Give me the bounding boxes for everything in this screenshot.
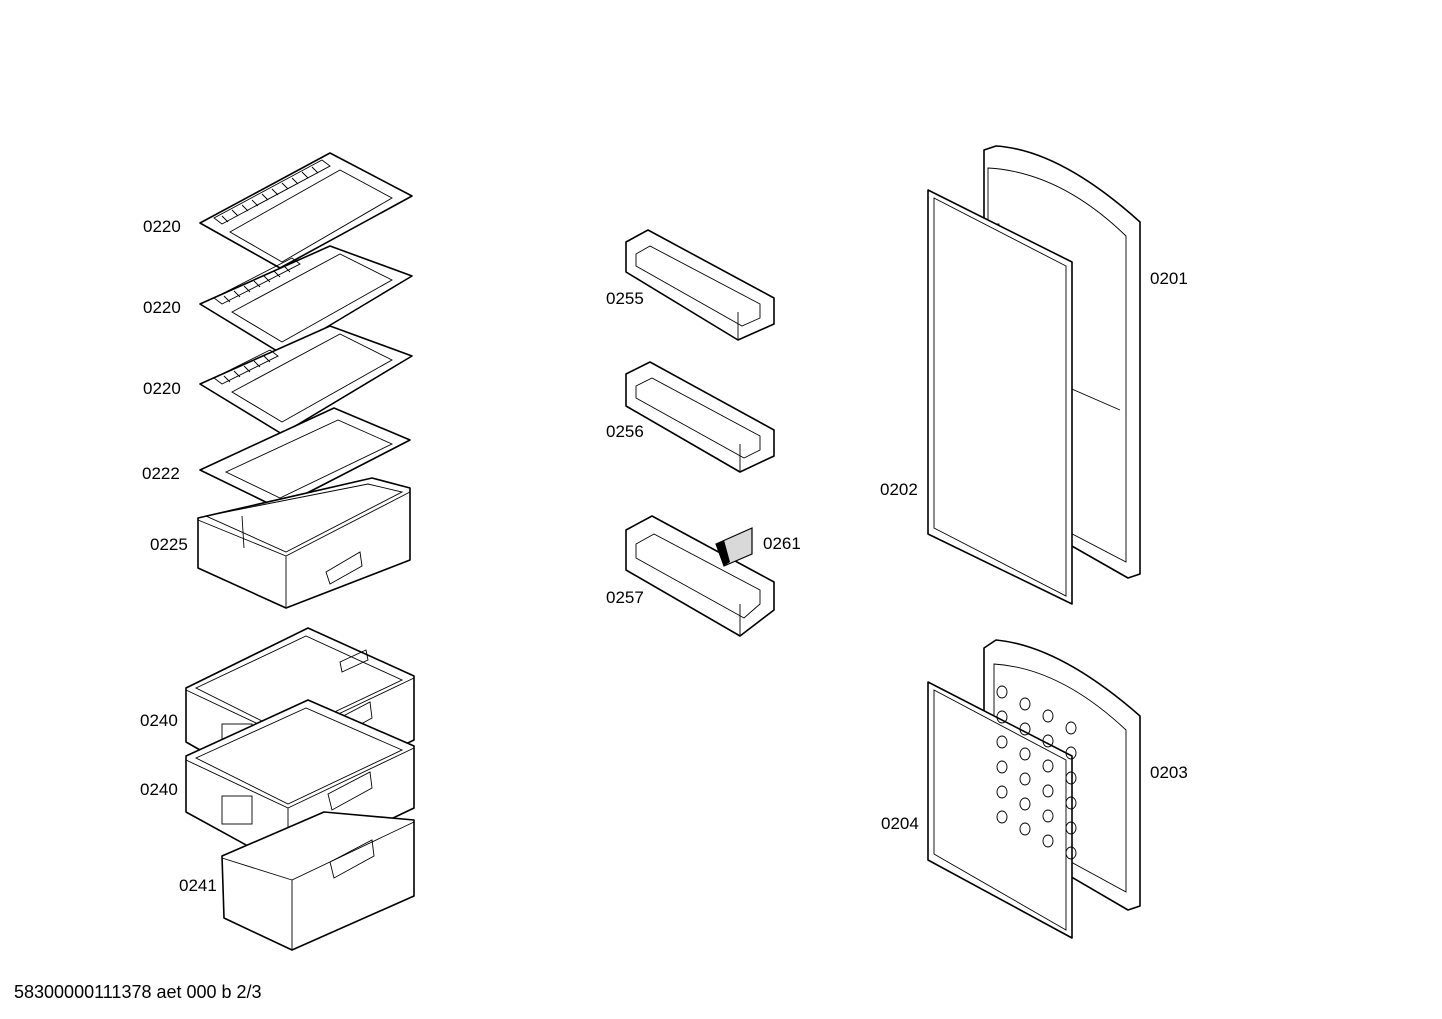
egg-hole <box>1065 796 1077 810</box>
crisper-tray <box>197 477 411 609</box>
label-0241: 0241 <box>179 876 217 895</box>
egg-hole <box>996 685 1008 699</box>
egg-hole <box>1065 746 1077 760</box>
lower-door-gasket <box>927 681 1073 939</box>
egg-hole <box>1065 721 1077 735</box>
egg-hole <box>1019 822 1031 836</box>
label-0225: 0225 <box>150 535 188 554</box>
glass-shelf-1 <box>199 152 413 269</box>
crisper-cover-shelf <box>199 407 411 509</box>
egg-hole <box>1019 722 1031 736</box>
freezer-drawer-3 <box>221 811 415 951</box>
label-0203: 0203 <box>1150 763 1188 782</box>
upper-door-gasket <box>927 189 1073 605</box>
label-0222: 0222 <box>142 464 180 483</box>
egg-hole <box>1042 809 1054 823</box>
egg-hole <box>996 785 1008 799</box>
egg-hole <box>1042 734 1054 748</box>
egg-hole <box>996 810 1008 824</box>
door-bin-2 <box>625 361 775 473</box>
label-0256: 0256 <box>606 422 644 441</box>
document-code: 58300000111378 aet 000 b 2/3 <box>14 982 262 1002</box>
door-bin-1 <box>625 229 775 341</box>
door-bin-3 <box>625 515 775 637</box>
egg-hole <box>996 760 1008 774</box>
egg-hole <box>1065 846 1077 860</box>
egg-hole <box>1042 834 1054 848</box>
egg-hole <box>1065 771 1077 785</box>
egg-hole <box>1019 772 1031 786</box>
label-0202: 0202 <box>880 480 918 499</box>
label-0204: 0204 <box>881 814 919 833</box>
egg-hole <box>996 735 1008 749</box>
label-0220-a: 0220 <box>143 217 181 236</box>
label-0240-a: 0240 <box>140 711 178 730</box>
label-0261: 0261 <box>763 534 801 553</box>
glass-shelf-3 <box>199 325 413 435</box>
label-0220-b: 0220 <box>143 298 181 317</box>
label-0257: 0257 <box>606 588 644 607</box>
lower-door-egg-holes <box>996 685 1077 860</box>
label-0255: 0255 <box>606 289 644 308</box>
egg-hole <box>1019 747 1031 761</box>
egg-hole <box>1019 797 1031 811</box>
egg-hole <box>1019 697 1031 711</box>
egg-hole <box>1042 759 1054 773</box>
egg-hole <box>1042 784 1054 798</box>
bin-divider <box>715 527 753 567</box>
glass-shelf-2 <box>199 245 413 355</box>
label-0220-c: 0220 <box>143 379 181 398</box>
label-0201: 0201 <box>1150 269 1188 288</box>
egg-hole <box>1065 821 1077 835</box>
egg-hole <box>1042 709 1054 723</box>
egg-hole <box>996 710 1008 724</box>
label-0240-b: 0240 <box>140 780 178 799</box>
